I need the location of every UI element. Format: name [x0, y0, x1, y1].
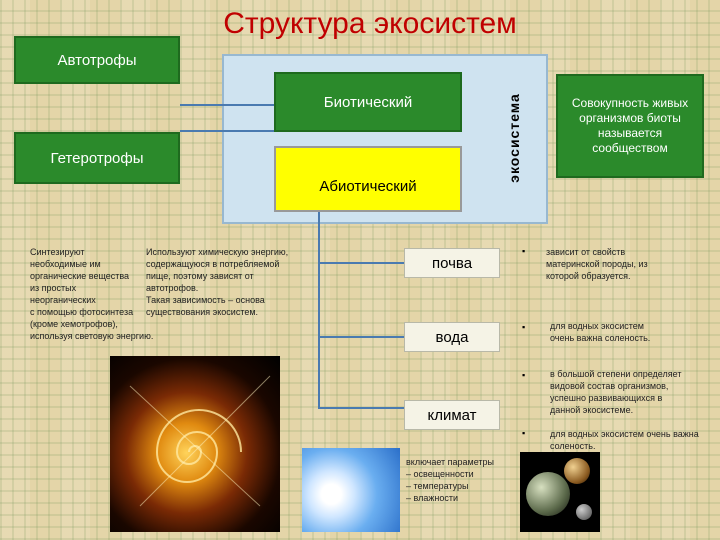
bullet-soil: зависит от свойств материнской породы, и…: [546, 246, 666, 282]
factor-soil: почва: [404, 248, 500, 278]
autotroph-desc-line: из простых: [30, 282, 160, 294]
abiotic-box: Абиотический: [274, 146, 462, 212]
biotic-box: Биотический: [274, 72, 462, 132]
bullet-dot: ▪: [522, 322, 525, 332]
connector-climate: [318, 407, 404, 409]
connector-heterotrophs: [180, 130, 274, 132]
climate-param-line: – температуры: [406, 480, 526, 492]
autotroph-desc-line: органические вещества: [30, 270, 160, 282]
climate-param-line: включает параметры: [406, 456, 526, 468]
factor-soil-label: почва: [432, 255, 472, 272]
autotrophs-label: Автотрофы: [57, 52, 136, 69]
factor-water: вода: [404, 322, 500, 352]
autotroph-desc-line: (кроме хемотрофов),: [30, 318, 160, 330]
bullet-water-2: для водных экосистем очень важна соленос…: [550, 428, 700, 452]
snail-shell-image: [110, 356, 280, 532]
planet-icon: [564, 458, 590, 484]
autotroph-desc-line: необходимые им: [30, 258, 160, 270]
sun-sky-image: [302, 448, 400, 532]
climate-params: включает параметры – освещенности – темп…: [406, 456, 526, 504]
biotic-label: Биотический: [324, 94, 412, 111]
community-box: Совокупность живых организмов биоты назы…: [556, 74, 704, 178]
heterotroph-desc-line: пище, поэтому зависят от: [146, 270, 326, 282]
autotroph-desc-line: используя световую энергию.: [30, 330, 160, 342]
heterotroph-desc-line: Такая зависимость – основа: [146, 294, 326, 306]
heterotrophs-label: Гетеротрофы: [50, 150, 143, 167]
planet-icon: [526, 472, 570, 516]
page-title: Структура экосистем: [200, 6, 540, 42]
autotroph-desc-line: Синтезируют: [30, 246, 160, 258]
abiotic-label: Абиотический: [319, 178, 416, 195]
heterotroph-desc-line: автотрофов.: [146, 282, 326, 294]
factor-climate-label: климат: [427, 407, 476, 424]
bullet-dot: ▪: [522, 370, 525, 380]
connector-water: [318, 336, 404, 338]
connector-autotrophs: [180, 104, 274, 106]
bullet-water: для водных экосистем очень важна соленос…: [550, 320, 670, 344]
community-label: Совокупность живых организмов биоты назы…: [564, 96, 696, 156]
ecosystem-label: экосистема: [506, 93, 522, 183]
autotroph-desc-line: неорганических: [30, 294, 160, 306]
connector-trunk: [318, 212, 320, 408]
planets-image: [520, 452, 600, 532]
factor-water-label: вода: [436, 329, 469, 346]
connector-soil: [318, 262, 404, 264]
climate-param-line: – освещенности: [406, 468, 526, 480]
factor-climate: климат: [404, 400, 500, 430]
planet-icon: [576, 504, 592, 520]
climate-param-line: – влажности: [406, 492, 526, 504]
bullet-dot: ▪: [522, 428, 525, 438]
heterotrophs-box: Гетеротрофы: [14, 132, 180, 184]
heterotroph-desc-line: содержащуюся в потребляемой: [146, 258, 326, 270]
heterotroph-desc-line: Используют химическую энергию,: [146, 246, 326, 258]
autotroph-description: Синтезируют необходимые им органические …: [30, 246, 160, 342]
autotrophs-box: Автотрофы: [14, 36, 180, 84]
spiral-icon: [110, 356, 280, 532]
heterotroph-description: Используют химическую энергию, содержащу…: [146, 246, 326, 318]
bullet-climate: в большой степени определяет видовой сос…: [550, 368, 690, 416]
heterotroph-desc-line: существования экосистем.: [146, 306, 326, 318]
ecosystem-label-area: экосистема: [500, 56, 528, 220]
bullet-dot: ▪: [522, 246, 525, 256]
autotroph-desc-line: с помощью фотосинтеза: [30, 306, 160, 318]
